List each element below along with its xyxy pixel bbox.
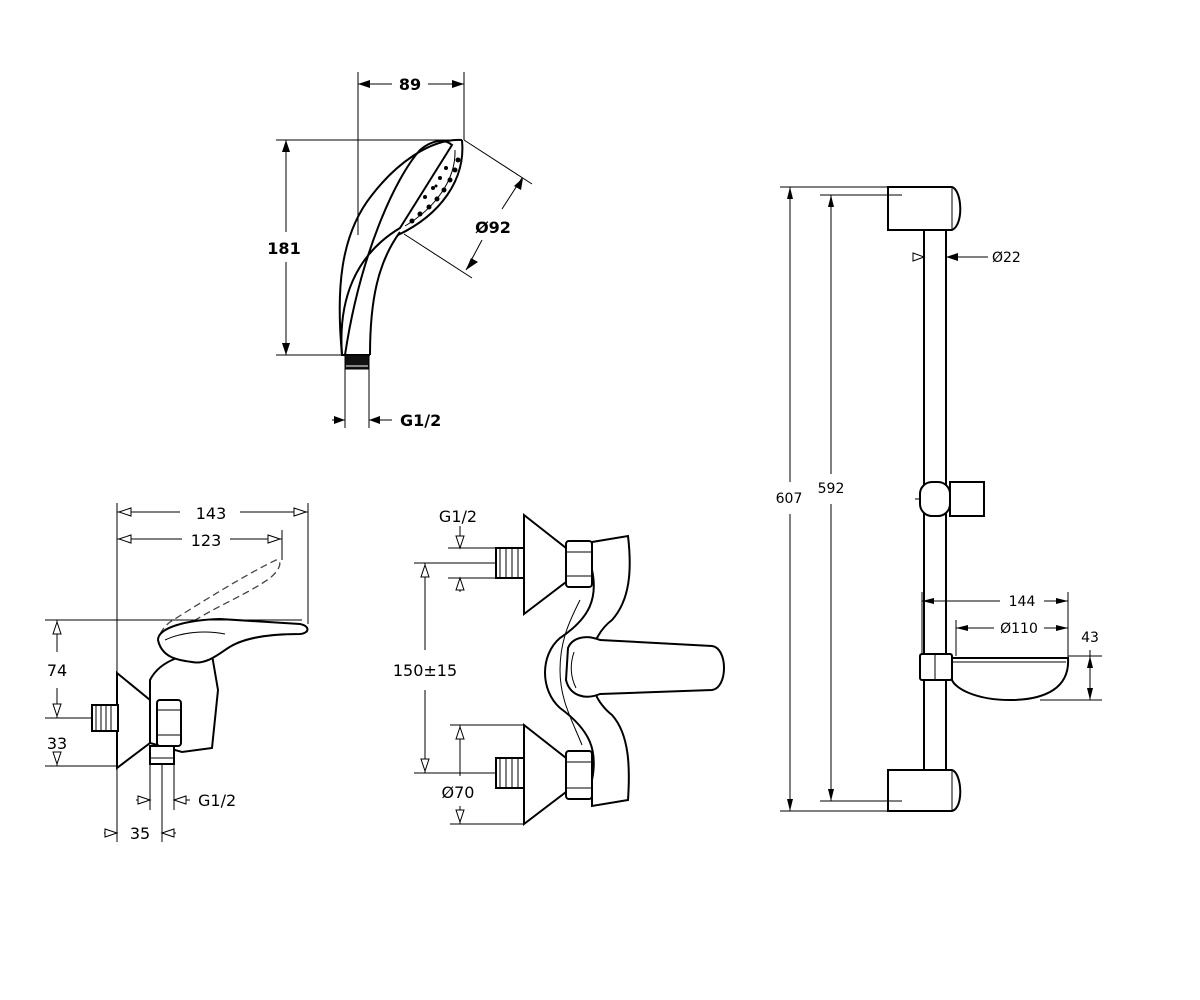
slide-rail-view: 607 592 Ø22 144 Ø110 [776, 186, 1102, 812]
rail-top-bracket [887, 186, 962, 231]
spray-face [397, 139, 464, 236]
front-bottom-nut [565, 750, 593, 800]
hand-shower-body [340, 139, 454, 356]
side-overall-width-label: 143 [196, 504, 227, 523]
side-outlet-depth-label: 35 [130, 824, 150, 843]
front-lever [564, 636, 725, 698]
front-top-nipple [495, 547, 525, 579]
hand-shower-outline [338, 138, 463, 356]
hand-shower-width-label: 89 [399, 75, 421, 94]
side-outlet [149, 745, 175, 765]
hand-shower-height-label: 181 [267, 239, 300, 258]
side-lever-height-label: 74 [47, 661, 67, 680]
dish-diameter-label: Ø110 [1000, 621, 1038, 637]
front-flange-diameter-label: Ø70 [442, 783, 475, 802]
front-inlet-thread-label: G1/2 [439, 507, 477, 526]
soap-dish-clamp [919, 653, 953, 681]
side-wall-flange [116, 670, 151, 771]
hand-shower-diameter-label: Ø92 [475, 218, 511, 237]
lever-raised-outline [157, 559, 281, 649]
dish-height-label: 43 [1081, 630, 1099, 646]
side-nut [156, 699, 182, 747]
rail-slider-holder [919, 481, 951, 517]
side-lever-reach-label: 123 [191, 531, 222, 550]
spray-nozzles [409, 157, 461, 224]
rail-overall-length-label: 607 [776, 491, 803, 507]
rail-bracket-spacing-label: 592 [818, 481, 845, 497]
front-inlet-spacing-label: 150±15 [393, 661, 457, 680]
mixer-side-view: 143 123 74 33 G1/2 35 [45, 503, 309, 843]
hand-shower-thread-label: G1/2 [400, 411, 441, 430]
hand-shower-view: 89 181 Ø92 G1/2 [267, 72, 533, 430]
rail-slider-clip [949, 481, 985, 517]
rail-bottom-bracket [887, 769, 962, 812]
front-bottom-flange [523, 722, 567, 827]
mixer-front-view: G1/2 150±15 Ø70 [393, 507, 725, 827]
front-top-nut [565, 540, 593, 588]
side-lever [156, 617, 309, 664]
rail-diameter-label: Ø22 [992, 250, 1021, 266]
soap-dish [951, 657, 1070, 702]
hand-shower-connector [344, 354, 370, 370]
front-top-flange [523, 512, 567, 617]
dish-reach-label: 144 [1009, 594, 1036, 610]
side-outlet-height-label: 33 [47, 734, 67, 753]
side-outlet-thread-label: G1/2 [198, 791, 236, 810]
